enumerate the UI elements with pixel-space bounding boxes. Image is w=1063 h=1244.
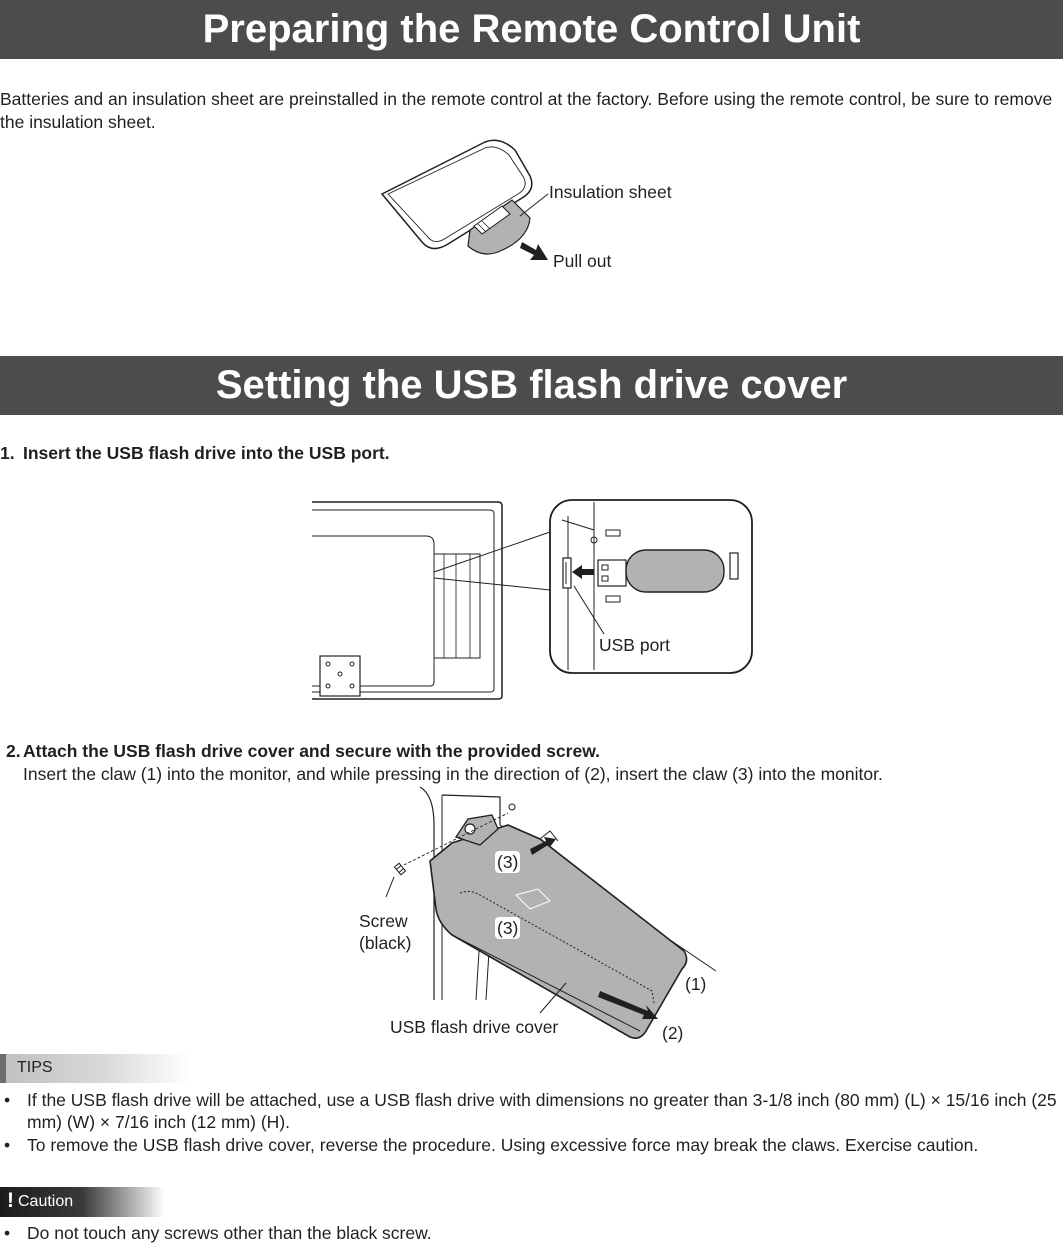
bullet-dot: • <box>4 1135 11 1155</box>
tips-header: TIPS <box>0 1054 190 1083</box>
step2-text: Attach the USB flash drive cover and sec… <box>23 741 601 761</box>
cover-label: USB flash drive cover <box>390 1017 559 1037</box>
screw-label: Screw <box>359 911 408 931</box>
claw-1-label: (1) <box>683 973 709 995</box>
direction-2-label: (2) <box>660 1022 686 1044</box>
exclamation-icon: ! <box>7 1189 14 1212</box>
tips-edge <box>0 1054 6 1083</box>
caution-header: ! Caution <box>0 1187 165 1217</box>
remote-illustration <box>380 139 549 260</box>
bullet-dot: • <box>4 1223 11 1243</box>
bullet-dot: • <box>4 1090 11 1110</box>
tips-item-text: To remove the USB flash drive cover, rev… <box>27 1135 979 1155</box>
step1-text: Insert the USB flash drive into the USB … <box>23 443 390 463</box>
claw-3-mid-label: (3) <box>495 917 521 939</box>
caution-item-text: Do not touch any screws other than the b… <box>27 1223 432 1243</box>
pull-out-label: Pull out <box>553 251 612 271</box>
remote-intro-text: Batteries and an insulation sheet are pr… <box>0 89 1053 132</box>
section-title-remote: Preparing the Remote Control Unit <box>0 0 1063 59</box>
screw-color-label: (black) <box>359 933 412 953</box>
usb-port-illustration <box>312 499 753 700</box>
step2-number: 2. <box>6 741 21 761</box>
caution-header-text: Caution <box>18 1193 74 1210</box>
cover-attach-illustration <box>385 786 717 1039</box>
usb-port-label: USB port <box>599 635 670 655</box>
claw-3-top-label: (3) <box>495 851 521 873</box>
step1-number: 1. <box>0 443 15 463</box>
step2-subtext: Insert the claw (1) into the monitor, an… <box>23 764 883 784</box>
tips-header-text: TIPS <box>17 1059 53 1076</box>
tips-item-text: If the USB flash drive will be attached,… <box>27 1090 1057 1132</box>
insulation-sheet-label: Insulation sheet <box>549 182 672 202</box>
section-title-usb-cover: Setting the USB flash drive cover <box>0 356 1063 415</box>
